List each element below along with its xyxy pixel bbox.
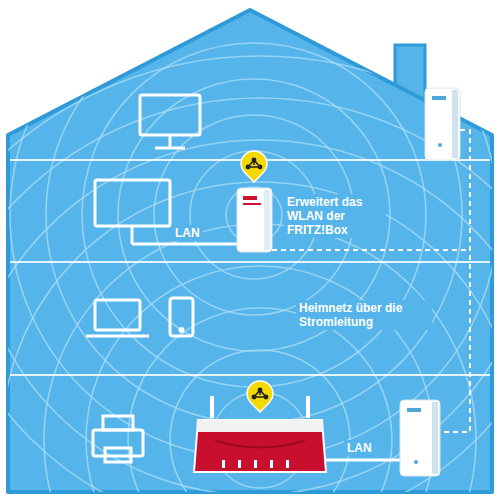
wifi-wave: [44, 224, 476, 500]
mesh-icon: [241, 151, 267, 182]
powerline-adapter: [425, 88, 460, 160]
wifi-wave: [2, 182, 500, 500]
wifi-wave: [170, 350, 350, 500]
laptop-icon: [86, 300, 149, 336]
powerline-adapter: [400, 400, 440, 476]
house-outline: [8, 10, 492, 492]
wifi-wave: [10, 0, 498, 459]
lan-cable: [326, 459, 400, 462]
cable-label: LAN: [172, 225, 203, 241]
caption-text: Heimnetz über die Stromleitung: [296, 300, 432, 330]
printer-icon: [93, 416, 143, 462]
tv-icon: [95, 180, 170, 244]
powerline-repeater: [237, 188, 272, 252]
monitor-icon: [140, 95, 200, 148]
wifi-wave: [0, 56, 500, 500]
wifi-wave: [46, 7, 462, 423]
floor-lines: [10, 160, 490, 375]
powerline-dashes: [272, 130, 470, 432]
cable-label: LAN: [344, 440, 375, 456]
caption-text: Erweitert das WLAN der FRITZ!Box: [284, 194, 386, 238]
wifi-wave: [86, 266, 434, 500]
wifi-wave: [0, 98, 500, 500]
tablet-icon: [170, 298, 193, 336]
wifi-wave: [128, 308, 392, 500]
wifi-wave: [0, 140, 500, 500]
lan-cable: [132, 243, 237, 246]
mesh-icon: [247, 381, 273, 412]
